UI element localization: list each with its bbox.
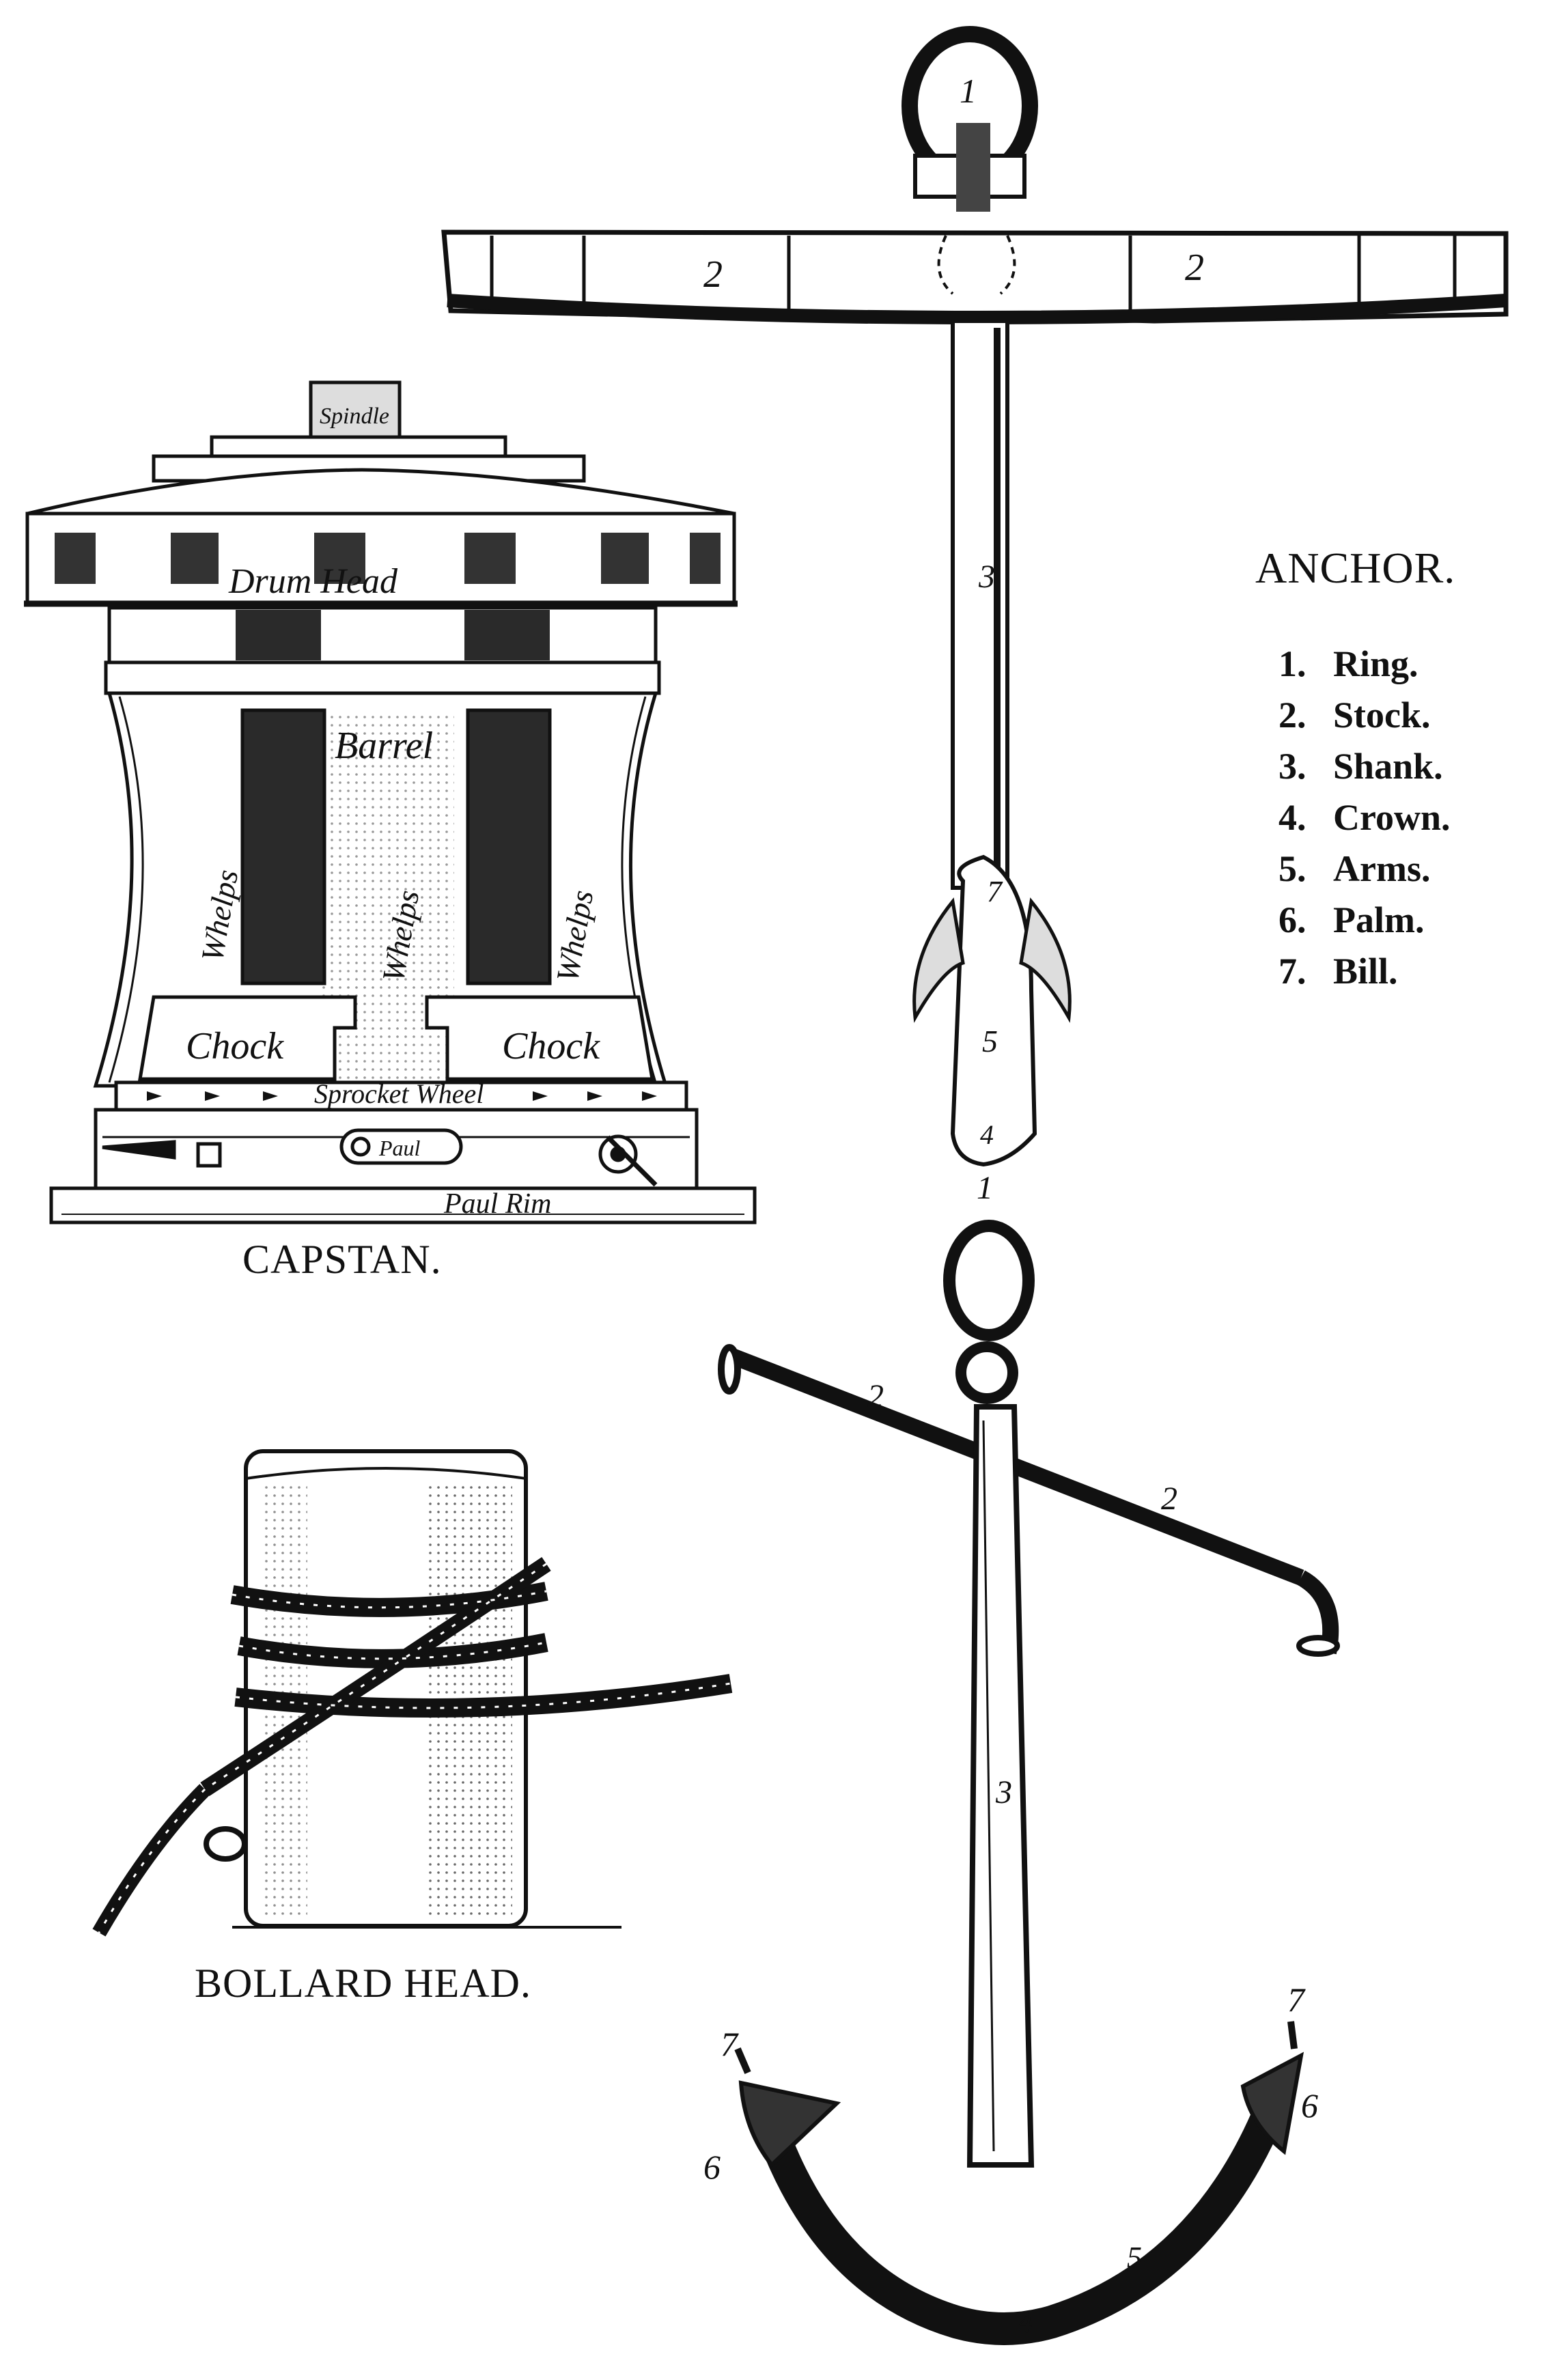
legend-item-label: Bill. xyxy=(1333,951,1398,992)
capstan-label-spindle: Spindle xyxy=(320,404,389,429)
legend-item-label: Crown. xyxy=(1333,797,1451,838)
anchor-top-number-stock-right: 2 xyxy=(1185,247,1204,289)
anchor-bottom-number-ring: 1 xyxy=(977,1170,993,1206)
legend-item-number: 4. xyxy=(1278,797,1307,838)
legend-item-number: 3. xyxy=(1278,746,1307,787)
anchor-bottom-number-stock-right: 2 xyxy=(1161,1481,1177,1517)
legend-item: 4. Crown. xyxy=(1278,792,1451,843)
legend-item-label: Stock. xyxy=(1333,695,1431,736)
bollard-head-caption: BOLLARD HEAD. xyxy=(195,1961,531,2006)
anchor-top-number-arms: 5 xyxy=(982,1024,998,1059)
capstan-drawing xyxy=(24,380,757,1224)
anchor-bottom-number-palm-left: 6 xyxy=(703,2148,721,2186)
anchor-end-view-numbers: 1 2 2 3 7 5 4 xyxy=(703,72,1204,1150)
capstan-label-paul-rim: Paul Rim xyxy=(443,1188,551,1220)
anchor-top-number-ring: 1 xyxy=(960,72,977,110)
anchor-top-number-bill: 7 xyxy=(987,875,1003,908)
legend-item-number: 6. xyxy=(1278,899,1307,940)
anchor-top-number-stock-left: 2 xyxy=(703,253,723,296)
legend-item-label: Ring. xyxy=(1333,643,1419,684)
anchor-bottom-number-arms: 5 xyxy=(1127,2241,1142,2274)
anchor-bottom-number-stock-left: 2 xyxy=(867,1378,884,1414)
legend-item: 5. Arms. xyxy=(1278,843,1451,895)
legend-item-number: 2. xyxy=(1278,695,1307,736)
anchor-side-view-drawing xyxy=(718,1220,1340,2345)
legend-item: 7. Bill. xyxy=(1278,946,1451,997)
anchor-caption: ANCHOR. xyxy=(1255,544,1456,592)
anchor-bottom-number-shank: 3 xyxy=(995,1774,1012,1810)
legend-item: 1. Ring. xyxy=(1278,639,1451,690)
anchor-end-view-drawing xyxy=(441,26,1509,1167)
legend-item: 6. Palm. xyxy=(1278,895,1451,946)
capstan-label-barrel: Barrel xyxy=(335,725,433,767)
legend-item: 3. Shank. xyxy=(1278,741,1451,792)
anchor-top-number-crown: 4 xyxy=(980,1119,994,1150)
legend-item-number: 1. xyxy=(1278,643,1307,684)
legend-item-number: 5. xyxy=(1278,848,1307,889)
anchor-top-number-shank: 3 xyxy=(978,559,995,595)
capstan-label-paul: Paul xyxy=(378,1136,421,1160)
legend-item-label: Shank. xyxy=(1333,746,1443,787)
anchor-parts-legend: 1. Ring. 2. Stock. 3. Shank. 4. Crown. 5. Arm… xyxy=(1278,639,1451,997)
legend-item-label: Arms. xyxy=(1333,848,1431,889)
capstan-label-chock-right: Chock xyxy=(502,1025,600,1067)
capstan-label-chock-left: Chock xyxy=(186,1025,284,1067)
capstan-caption: CAPSTAN. xyxy=(242,1237,442,1282)
bollard-head-drawing xyxy=(92,1449,733,1937)
anchor-bottom-number-palm-right: 6 xyxy=(1301,2086,1318,2125)
anchor-bottom-number-bill-left: 7 xyxy=(721,2025,739,2063)
legend-item: 2. Stock. xyxy=(1278,690,1451,741)
legend-item-label: Palm. xyxy=(1333,899,1425,940)
anchor-side-view-numbers: 1 2 2 3 7 7 6 6 5 4 xyxy=(703,1170,1318,2339)
capstan-label-drum-head: Drum Head xyxy=(228,562,398,601)
anchor-bottom-number-bill-right: 7 xyxy=(1287,1980,1306,2019)
anchor-bottom-number-crown: 4 xyxy=(1018,2306,1033,2339)
capstan-label-sprocket-wheel: Sprocket Wheel xyxy=(314,1078,484,1109)
legend-item-number: 7. xyxy=(1278,951,1307,992)
